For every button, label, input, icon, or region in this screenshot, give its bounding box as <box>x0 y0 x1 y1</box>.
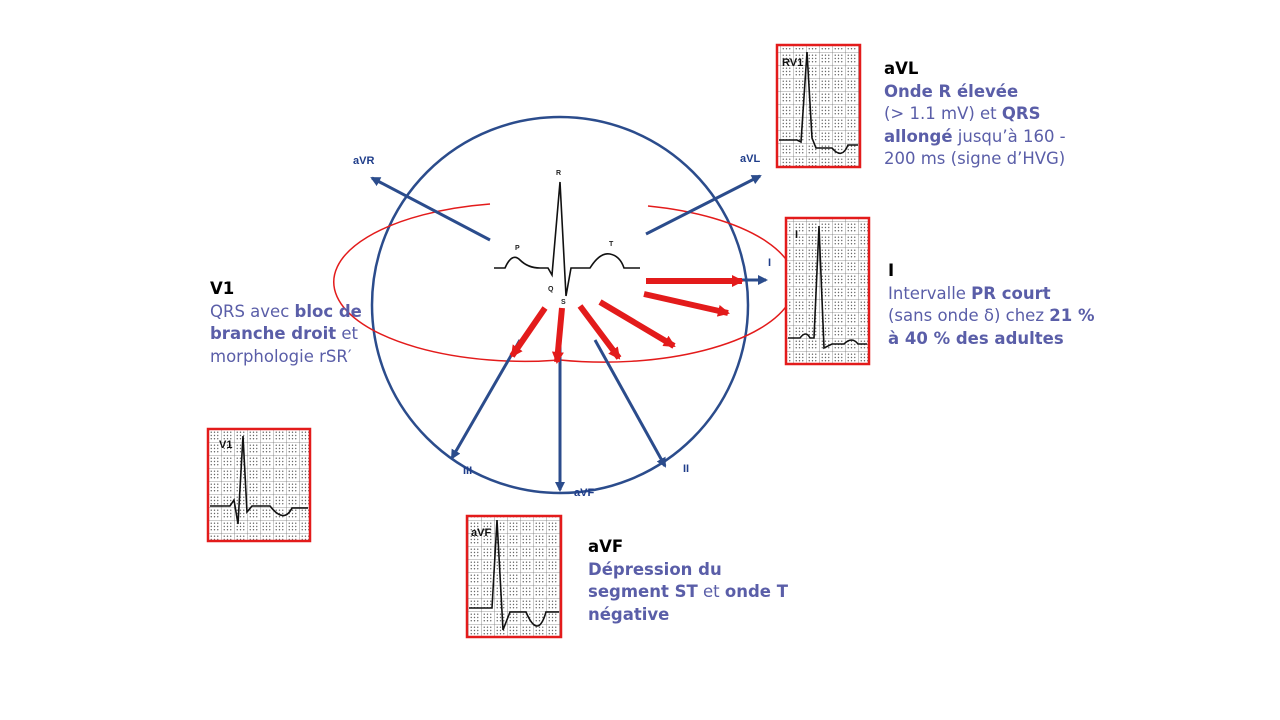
label-v5: V5 <box>697 289 709 303</box>
strip-label-avl: RV1 <box>782 57 803 69</box>
ecg-label-t: T <box>609 241 614 248</box>
arrow-v5 <box>643 291 730 317</box>
axis-label-avr: aVR <box>353 155 374 167</box>
note-v1-text1: QRS avec <box>210 301 295 321</box>
arrow-v4 <box>598 299 676 349</box>
note-i: I Intervalle PR court (sans onde δ) chez… <box>888 260 1098 350</box>
strip-label-i: I <box>795 229 798 241</box>
note-i-title: I <box>888 261 895 280</box>
ecg-strip-i: I <box>784 216 871 366</box>
arrow-v2 <box>551 307 565 364</box>
note-avf: aVF Dépression du segment ST et onde T n… <box>588 536 788 626</box>
note-v1-title: V1 <box>210 279 235 298</box>
axis-avl <box>645 174 762 236</box>
axis-label-i: I <box>768 257 771 269</box>
axis-label-avf: aVF <box>574 487 594 499</box>
note-avf-bold2: onde T négative <box>588 582 788 624</box>
axis-avr <box>370 176 491 242</box>
note-v1-bold1: bloc de branche droit <box>210 301 362 344</box>
strip-label-avf: aVF <box>471 527 491 539</box>
arrow-v3 <box>577 304 622 360</box>
note-v1: V1 QRS avec bloc de branche droit et mor… <box>210 278 370 368</box>
label-v4: V4 <box>655 314 667 328</box>
note-avl-title: aVL <box>884 59 919 78</box>
note-i-text1: Intervalle <box>888 283 972 303</box>
ecg-label-p: P <box>515 245 520 252</box>
note-i-bold2: 21 % à 40 % des adultes <box>888 306 1095 348</box>
note-avf-text1: et <box>697 582 725 601</box>
note-i-text2: (sans onde δ) chez <box>888 306 1050 325</box>
label-v2: V2 <box>572 341 584 355</box>
axis-label-ii: II <box>683 463 689 475</box>
note-v1-text2: et morphologie rSR′ <box>210 324 358 366</box>
note-avl-bold2: QRS allongé <box>884 104 1041 146</box>
axis-label-iii: III <box>463 465 472 477</box>
label-v1: V1 <box>530 337 542 351</box>
note-avl-text2: jusqu’à 160 - 200 ms (signe d’HVG) <box>884 126 1066 169</box>
ecg-label-r: R <box>556 170 561 177</box>
axis-ii <box>593 339 667 468</box>
note-avf-title: aVF <box>588 537 624 556</box>
ecg-label-q: Q <box>548 286 554 293</box>
central-ecg-waveform <box>494 181 640 297</box>
label-v6: V6 <box>703 260 715 274</box>
ecg-label-s: S <box>561 299 566 306</box>
frontal-plane-circle <box>370 115 750 495</box>
note-i-bold1: PR court <box>971 283 1051 303</box>
label-v3: V3 <box>614 331 626 345</box>
note-avl: aVL Onde R élevée (> 1.1 mV) et QRS allo… <box>884 58 1074 171</box>
note-avf-bold1: Dépression du segment ST <box>588 559 722 602</box>
note-avl-bold1: Onde R élevée <box>884 81 1019 101</box>
arrow-v1 <box>509 306 548 358</box>
axis-iii <box>450 339 522 460</box>
note-avl-text1: (> 1.1 mV) et <box>884 104 1002 123</box>
ecg-strip-avf: aVF <box>465 514 563 639</box>
strip-label-v1: V1 <box>219 439 232 451</box>
ecg-strip-v1: V1 <box>206 427 312 543</box>
ecg-strip-avl: RV1 <box>775 43 862 169</box>
axis-label-avl: aVL <box>740 153 760 165</box>
